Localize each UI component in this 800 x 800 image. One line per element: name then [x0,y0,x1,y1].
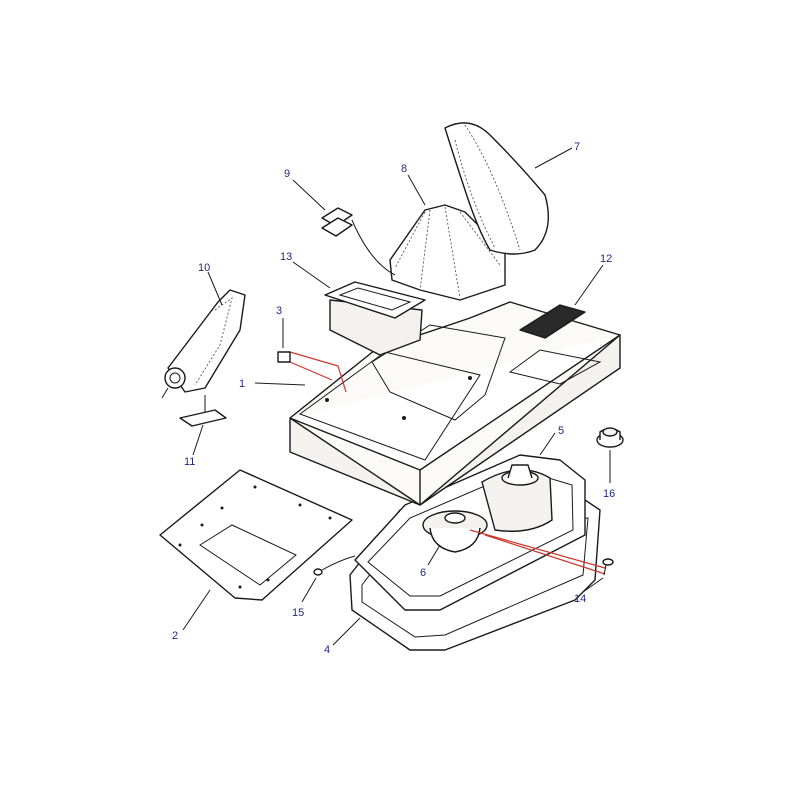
leader-6 [427,544,441,566]
callout-10: 10 [198,262,210,274]
small-plate-part [179,395,227,427]
red-leader-3b [289,361,333,381]
storage-tray-part [324,281,426,356]
callout-9: 9 [284,168,290,180]
callout-15: 15 [292,607,304,619]
leader-12 [574,264,604,306]
leader-14 [582,577,604,593]
leader-8 [407,174,426,206]
callout-1: 1 [239,378,245,390]
clip-part [277,351,291,363]
callout-13: 13 [280,251,292,263]
callout-12: 12 [600,253,612,265]
fastener-part [313,555,356,576]
callout-2: 2 [172,630,178,642]
callout-7: 7 [574,141,580,153]
leader-15 [301,577,317,603]
leader-2 [182,589,211,631]
tall-gaiter-part [444,122,549,255]
red-leader-14 [469,529,606,569]
callout-8: 8 [401,163,407,175]
leader-13 [292,261,331,289]
callout-6: 6 [420,567,426,579]
switch-plate-part [519,304,586,339]
leader-5 [539,432,556,456]
gear-boot-part [389,204,506,301]
leader-7 [534,147,573,169]
leader-lines [182,147,611,646]
red-leader-14b [484,534,606,575]
callout-3: 3 [276,305,282,317]
handbrake-gaiter-part [161,289,246,399]
red-leader-3 [289,351,347,393]
leader-1 [254,382,306,386]
lever-housing-part [422,464,553,553]
bracket-part [321,207,396,276]
leader-10 [207,271,223,306]
leader-4 [332,617,361,646]
leader-9 [292,179,326,211]
console-body-part [289,301,621,506]
floor-plate-part [159,469,353,601]
callout-16: 16 [603,488,615,500]
callout-11: 11 [184,456,195,468]
leader-11 [192,424,204,456]
grommet-part [596,427,624,448]
callout-14: 14 [574,593,586,605]
screw-part [602,558,614,576]
callout-4: 4 [324,644,330,656]
callout-5: 5 [558,425,564,437]
